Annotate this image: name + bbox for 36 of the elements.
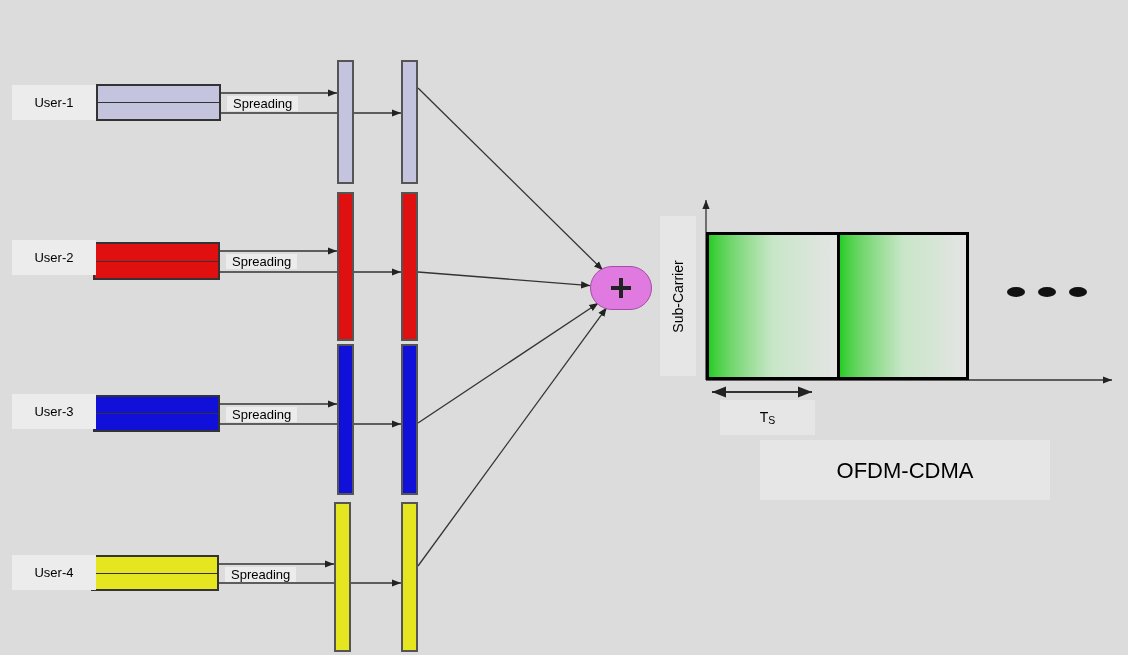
data-block — [96, 84, 221, 121]
code-bar — [401, 192, 418, 341]
data-block — [91, 555, 219, 591]
data-block — [93, 242, 220, 280]
arrow — [353, 268, 402, 276]
symbol-duration-label: T$_{S}$ — [720, 400, 815, 435]
user-label: User-4 — [12, 555, 96, 590]
code-bar — [337, 344, 354, 495]
code-bar — [401, 502, 418, 652]
arrow — [218, 560, 335, 568]
data-block — [93, 395, 220, 432]
user-label: User-3 — [12, 394, 96, 429]
arrow — [219, 247, 338, 255]
ofdm-symbol-box — [837, 232, 969, 380]
edge-label: Spreading — [225, 567, 297, 582]
code-bar — [337, 192, 354, 341]
code-bar — [401, 60, 418, 184]
arrow — [220, 89, 338, 97]
arrow — [353, 109, 402, 117]
arrow — [417, 271, 591, 289]
edge-label: Spreading — [227, 96, 299, 111]
arrow — [417, 302, 600, 424]
arrow — [219, 400, 338, 408]
code-bar — [334, 502, 351, 652]
axis-label: Sub-Carrier — [660, 216, 696, 376]
code-bar — [401, 344, 418, 495]
arrow — [417, 87, 604, 271]
arrow — [350, 579, 402, 587]
edge-label: Spreading — [226, 407, 298, 422]
ofdm-symbol-box — [706, 232, 840, 380]
scheme-title: OFDM-CDMA — [760, 440, 1050, 500]
user-label: User-2 — [12, 240, 96, 275]
edge-label: Spreading — [226, 254, 298, 269]
user-label: User-1 — [12, 85, 96, 120]
code-bar — [337, 60, 354, 184]
arrow — [353, 420, 402, 428]
